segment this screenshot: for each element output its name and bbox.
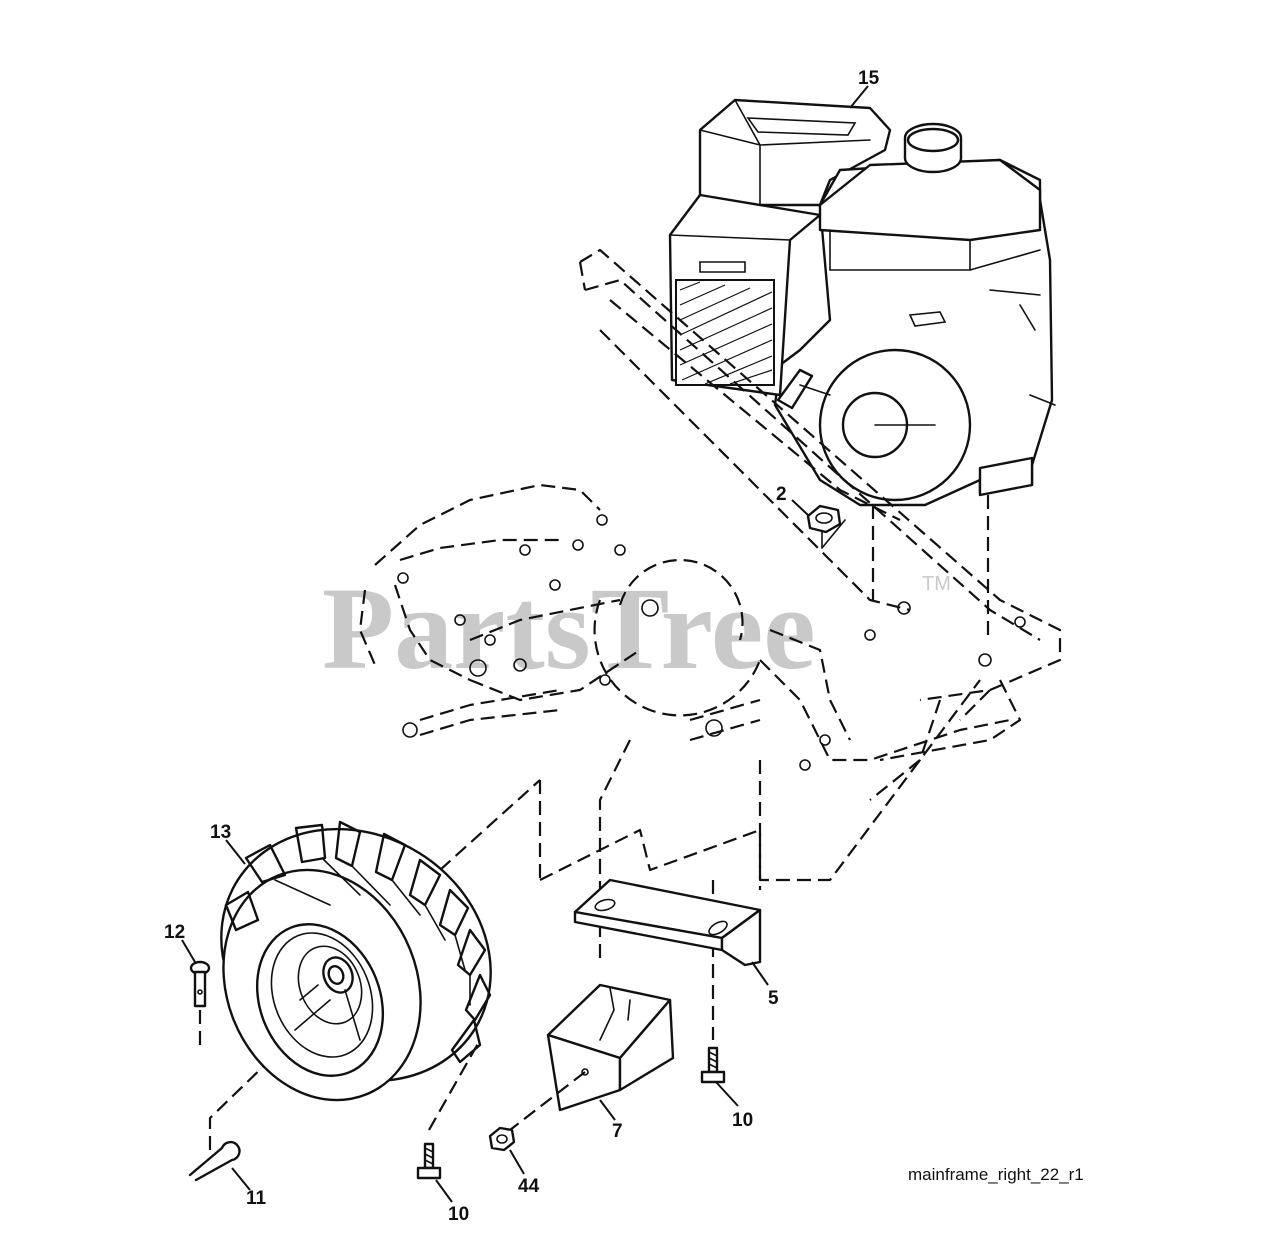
diagram-caption: mainframe_right_22_r1	[908, 1165, 1084, 1184]
callout-5: 5	[768, 988, 779, 1009]
mainframe-reference-dashed	[358, 248, 1062, 1040]
watermark-text: PartsTree	[322, 563, 816, 694]
callout-10-left: 10	[448, 1204, 469, 1225]
callout-11: 11	[246, 1188, 267, 1209]
bolt-right-part-10	[700, 1046, 726, 1084]
callouts: 15 2 13 12 5 10 7 44 10 11	[164, 68, 880, 1225]
callout-12: 12	[164, 922, 185, 943]
callout-7: 7	[612, 1121, 623, 1142]
clevis-pin-part-12	[189, 960, 211, 1050]
callout-10-right: 10	[732, 1110, 753, 1131]
callout-13: 13	[210, 822, 231, 843]
hex-nut-part-44	[488, 1126, 516, 1152]
bolt-left-part-10	[416, 1039, 481, 1180]
callout-15: 15	[858, 68, 880, 89]
weight-part-7	[509, 983, 675, 1131]
hair-pin-part-11	[188, 1059, 271, 1182]
wheel-part-13	[220, 820, 492, 1102]
engine-drawing	[668, 98, 1056, 507]
watermark-trademark: TM	[922, 573, 951, 595]
watermark: PartsTree TM	[322, 563, 951, 694]
callout-2: 2	[776, 484, 787, 505]
bracket-part-5	[573, 878, 762, 967]
callout-44: 44	[518, 1176, 540, 1197]
nut-part-2	[806, 504, 846, 549]
